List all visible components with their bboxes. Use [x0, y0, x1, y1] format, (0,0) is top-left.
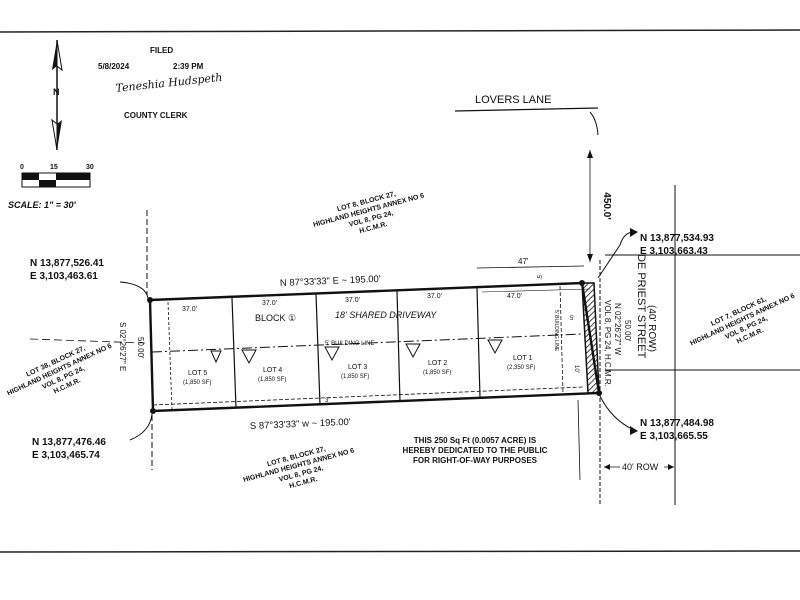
shared-driveway-label: 18' SHARED DRIVEWAY: [335, 310, 437, 320]
clerk-signature: Teneshia Hudspeth: [115, 71, 223, 95]
west-bearing-text: S 02°26'27" E: [118, 322, 127, 371]
lot-line-3-2: [396, 290, 401, 403]
scale-tick-0: 0: [20, 164, 24, 171]
lot-line-2-1: [476, 287, 481, 399]
west-distance-text: 50.00': [136, 337, 145, 359]
frontage-lot5: 37.0': [182, 306, 197, 313]
lot-1-name: LOT 1: [513, 355, 532, 362]
lot-2-area: (1,850 SF): [423, 370, 451, 376]
scale-tick-30: 30: [86, 164, 94, 171]
dim-10: 10': [573, 365, 579, 373]
filing-stamp: FILED 5/8/2024 2:39 PM Teneshia Hudspeth…: [98, 46, 223, 120]
coord-ne: N 13,877,534.93 E 3,103,663.43: [597, 228, 714, 279]
coord-se: N 13,877,484.98 E 3,103,665.55: [599, 395, 714, 442]
scale-tick-15: 15: [50, 164, 58, 171]
sheet-border-bottom: [0, 550, 800, 553]
lovers-lane-distance: 450.0': [601, 192, 612, 219]
scale-label: SCALE: 1" = 30': [8, 200, 77, 210]
graphic-scale: 0 15 30 SCALE: 1" = 30': [8, 164, 94, 210]
north-bearing: N 87°33'33" E ~ 195.00': [280, 274, 381, 289]
lovers-lane: LOVERS LANE 450.0': [454, 94, 612, 262]
east-ref-text: VOL 8, PG 24, H.C.M.R.: [603, 300, 612, 387]
south-bearing: S 87°33'33" w ~ 195.00': [250, 417, 351, 432]
filed-date: 5/8/2024: [98, 62, 130, 71]
lot-1-area: (2,350 SF): [507, 365, 535, 371]
coord-nw-e: E 3,103,463.61: [30, 271, 98, 282]
east-bearing: VOL 8, PG 24, H.C.M.R. N 02°26'27" W 50.…: [603, 300, 632, 387]
adjacent-north: LOT 8, BLOCK 27, HIGHLAND HEIGHTS ANNEX …: [313, 191, 425, 235]
building-line-label: 5' BUILDING LINE: [325, 341, 375, 347]
de-priest-street: DE PRIEST STREET (40' ROW) 40' ROW: [604, 254, 674, 472]
lot-2: LOT 2 (1,850 SF): [405, 343, 451, 376]
dedication-note: THIS 250 Sq Ft (0.0057 ACRE) IS HEREBY D…: [403, 436, 548, 465]
adjacent-west: LOT 38, BLOCK 27, HIGHLAND HEIGHTS ANNEX…: [6, 343, 113, 398]
building-line-east-label: 5' BUILDING LINE: [553, 310, 559, 352]
lot-4-area: (1,850 SF): [258, 377, 286, 383]
east-bearing-text: N 02°26'27" W: [613, 303, 622, 355]
adjacent-east: LOT 7, BLOCK 61, HIGHLAND HEIGHTS ANNEX …: [689, 293, 796, 348]
coord-ne-n: N 13,877,534.93: [640, 233, 714, 244]
north-arrow-icon: N: [51, 39, 63, 151]
lot-5: LOT 5 (1,850 SF): [183, 350, 222, 386]
tract-boundary: [147, 265, 602, 414]
lot-3-name: LOT 3: [348, 364, 367, 371]
frontage-lot4: 37.0': [262, 300, 277, 307]
lot-4-name: LOT 4: [263, 367, 282, 374]
adjacent-south: LOT 8, BLOCK 27, HIGHLAND HEIGHTS ANNEX …: [243, 446, 355, 490]
lovers-lane-label: LOVERS LANE: [475, 94, 551, 106]
coord-nw-n: N 13,877,526.41: [30, 258, 104, 269]
frontage-lot3: 37.0': [345, 297, 360, 304]
coord-ne-e: E 3,103,663.43: [640, 246, 708, 257]
coord-se-e: E 3,103,665.55: [640, 431, 708, 442]
lot-5-area: (1,850 SF): [183, 380, 211, 386]
filed-label: FILED: [150, 46, 173, 55]
dim-47: 47': [518, 257, 529, 266]
row-width-label: 40' ROW: [622, 462, 659, 472]
adjoining-lot-lines: [29, 185, 800, 505]
lot-2-name: LOT 2: [428, 360, 447, 367]
coord-nw: N 13,877,526.41 E 3,103,463.61: [30, 258, 149, 299]
county-clerk-label: COUNTY CLERK: [124, 111, 188, 120]
frontage-lot1: 47.0': [507, 293, 522, 300]
lot-3-area: (1,850 SF): [341, 374, 369, 380]
dedication-l3: FOR RIGHT-OF-WAY PURPOSES: [413, 456, 538, 465]
coord-se-n: N 13,877,484.98: [640, 418, 714, 429]
frontage-lot2: 37.0': [427, 293, 442, 300]
sheet-border-top: [0, 29, 800, 33]
block-label: BLOCK ①: [255, 313, 296, 323]
dim-5-east: 5': [570, 316, 574, 322]
row-dedication-strip: [581, 282, 600, 394]
coord-sw-e: E 3,103,465.74: [32, 450, 100, 461]
de-priest-row-label: (40' ROW): [646, 305, 657, 352]
east-distance-text: 50.00': [623, 320, 632, 342]
filed-time: 2:39 PM: [173, 62, 204, 71]
north-letter: N: [53, 87, 60, 97]
west-bearing: S 02°26'27" E 50.00': [118, 322, 145, 371]
lot-4: LOT 4 (1,850 SF): [241, 349, 286, 383]
dim-3-rear: 3': [325, 398, 329, 404]
coord-sw-n: N 13,877,476.46: [32, 437, 106, 448]
lot-1: LOT 1 (2,350 SF): [487, 339, 535, 371]
lot-5-name: LOT 5: [188, 370, 207, 377]
lot-line-5-4: [231, 297, 237, 409]
lot-3: LOT 3 (1,850 SF): [324, 346, 369, 380]
de-priest-label: DE PRIEST STREET: [635, 254, 647, 359]
dim-5-top: 5': [535, 275, 541, 279]
dedication-l1: THIS 250 Sq Ft (0.0057 ACRE) IS: [414, 436, 537, 445]
lot-line-4-3: [315, 293, 321, 406]
coord-sw: N 13,877,476.46 E 3,103,465.74: [32, 413, 153, 461]
dedication-l2: HEREBY DEDICATED TO THE PUBLIC: [403, 446, 548, 455]
